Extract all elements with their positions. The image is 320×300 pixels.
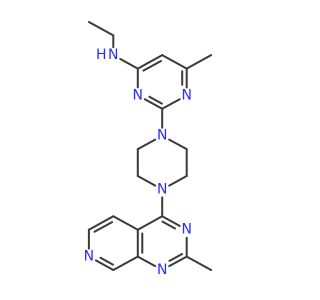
bond-N_amine-Py_C4 (119, 58, 139, 70)
atom-label-pz_n4: N (157, 181, 167, 197)
atom-label-bi_n3: N (181, 222, 191, 238)
bond-Py_C2-Py_N3 (143, 98, 164, 110)
bond-inner-Py_C2-Py_N3 (148, 95, 163, 105)
bonds-layer (87, 21, 213, 271)
atom-symbol: N (133, 87, 143, 103)
atom-symbol: N (181, 222, 191, 238)
bond-Py_C5-Py_C6 (161, 54, 188, 70)
atom-symbol: N (84, 249, 94, 265)
bond-Pz_N4-Pz_Cc (136, 175, 157, 187)
bond-Bi_C4a-Bi_C5 (112, 215, 139, 231)
bond-Bi_N7-Bi_C8 (94, 259, 115, 271)
atom-label-py_n1: N (181, 87, 191, 103)
atom-symbol: N (181, 87, 191, 103)
bond-Py_C4-Py_C5 (136, 54, 164, 70)
bond-Pz_N1-Pz_Ca (168, 138, 188, 151)
bond-Py_C6-C_me1 (185, 54, 213, 70)
bond-Py_N1-Py_C2 (161, 98, 181, 110)
atom-label-bi_n7: N (84, 249, 94, 265)
bond-inner-Bi_C5-Bi_C6 (93, 221, 114, 233)
bond-Bi_C2-C_me2 (185, 255, 213, 271)
atom-symbol: N (157, 128, 167, 144)
bond-Bi_C4a-Bi_C4 (136, 215, 164, 231)
bond-inner-Bi_C4-Bi_N3 (161, 220, 176, 230)
atom-label-bi_n1: N (157, 262, 167, 278)
bond-Pz_Cb-Pz_N4 (168, 175, 188, 187)
bond-Bi_C8-Bi_C8a (112, 255, 139, 271)
atom-symbol: N (157, 262, 167, 278)
bond-Bi_N1-Bi_C8a (136, 255, 157, 268)
atom-label-pz_n1: N (157, 128, 167, 144)
bond-Pz_Cd-Pz_N1 (136, 138, 157, 151)
atom-label-py_n3: N (133, 87, 143, 103)
atom-label-n_amine: NH (96, 47, 119, 63)
atom-symbol: N (108, 47, 118, 63)
atom-symbol: N (157, 181, 167, 197)
bond-inner-Py_C4-Py_C5 (142, 60, 162, 72)
bond-inner-Bi_N7-Bi_C8 (99, 256, 115, 266)
bond-C_et1-C_et2 (87, 21, 115, 37)
bond-Bi_C2-Bi_N1 (168, 255, 188, 268)
atom-hydrogen-label: H (96, 47, 107, 63)
bond-Bi_C4-Bi_N3 (161, 215, 181, 227)
bond-Bi_C5-Bi_C6 (87, 215, 115, 231)
bond-inner-Bi_C2-Bi_N1 (168, 253, 184, 262)
